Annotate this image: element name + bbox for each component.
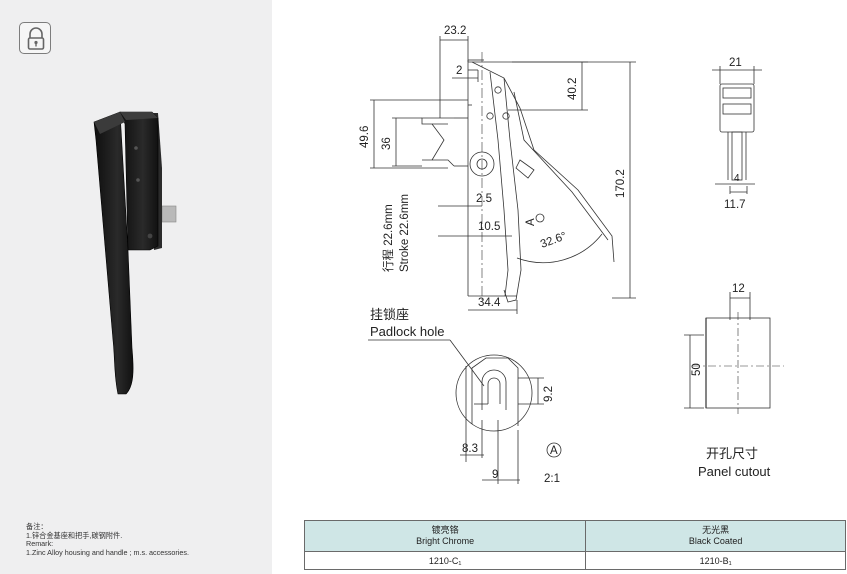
code-black-coated: 1210-B₁ — [585, 551, 846, 570]
stroke-label-cn: 行程 22.6mm — [382, 204, 395, 272]
dim-34-4: 34.4 — [478, 297, 501, 309]
cutout-label-en: Panel cutout — [698, 464, 771, 479]
header-bright-chrome-en: Bright Chrome — [416, 536, 475, 546]
section-marker-a: A — [525, 218, 537, 226]
code-bright-chrome: 1210-C₁ — [303, 551, 587, 570]
dim-36: 36 — [381, 137, 393, 150]
detail-scale: 2:1 — [544, 473, 560, 485]
dim-49-6: 49.6 — [359, 126, 371, 148]
finish-table: 镀亮铬 Bright Chrome 无光黑 Black Coated 1210-… — [303, 520, 846, 570]
remarks-line-en: 1.Zinc Alloy housing and handle ; m.s. a… — [26, 547, 190, 557]
padlock-label-cn: 挂锁座 — [370, 307, 409, 322]
dim-12: 12 — [732, 283, 745, 295]
dim-11-7: 11.7 — [724, 199, 746, 211]
header-black-coated: 无光黑 Black Coated — [585, 520, 846, 552]
header-black-coated-en: Black Coated — [688, 536, 743, 546]
dim-23-2: 23.2 — [444, 25, 466, 37]
remarks-line-cn: 1.锌合金基座和把手,碳钢附件. — [26, 530, 123, 540]
remarks: 备注： 1.锌合金基座和把手,碳钢附件. Remark: 1.Zinc Allo… — [26, 522, 190, 557]
stroke-label-en: Stroke 22.6mm — [399, 194, 411, 272]
header-black-coated-cn: 无光黑 — [702, 525, 730, 535]
header-bright-chrome: 镀亮铬 Bright Chrome — [303, 520, 587, 552]
dim-9: 9 — [492, 469, 498, 481]
remarks-label-en: Remark: — [26, 539, 54, 549]
dim-8-3: 8.3 — [462, 443, 478, 455]
dim-10-5: 10.5 — [478, 221, 500, 233]
finish-table-header: 镀亮铬 Bright Chrome 无光黑 Black Coated — [303, 520, 846, 552]
detail-marker-a: A — [550, 445, 558, 457]
dim-4: 4 — [734, 173, 740, 184]
technical-drawing: 23.2 2 40.2 49.6 36 170.2 行程 22.6mm Stro… — [359, 25, 784, 485]
dim-2: 2 — [456, 65, 462, 77]
product-panel: 备注： 1.锌合金基座和把手,碳钢附件. Remark: 1.Zinc Allo… — [0, 0, 272, 574]
dim-21: 21 — [729, 57, 742, 69]
product-photo — [93, 111, 177, 395]
padlock-icon — [19, 22, 51, 54]
header-bright-chrome-cn: 镀亮铬 — [431, 525, 459, 535]
dim-170-2: 170.2 — [615, 169, 627, 198]
dim-2-5: 2.5 — [476, 193, 492, 205]
table-row: 1210-C₁ 1210-B₁ — [303, 551, 846, 570]
dim-40-2: 40.2 — [567, 78, 579, 100]
dim-50: 50 — [691, 363, 703, 376]
angle-32-6: 32.6° — [539, 230, 568, 251]
dim-9-2: 9.2 — [543, 386, 555, 402]
padlock-label-en: Padlock hole — [370, 324, 444, 339]
cutout-label-cn: 开孔尺寸 — [706, 446, 758, 461]
remarks-heading-cn: 备注： — [26, 522, 48, 531]
